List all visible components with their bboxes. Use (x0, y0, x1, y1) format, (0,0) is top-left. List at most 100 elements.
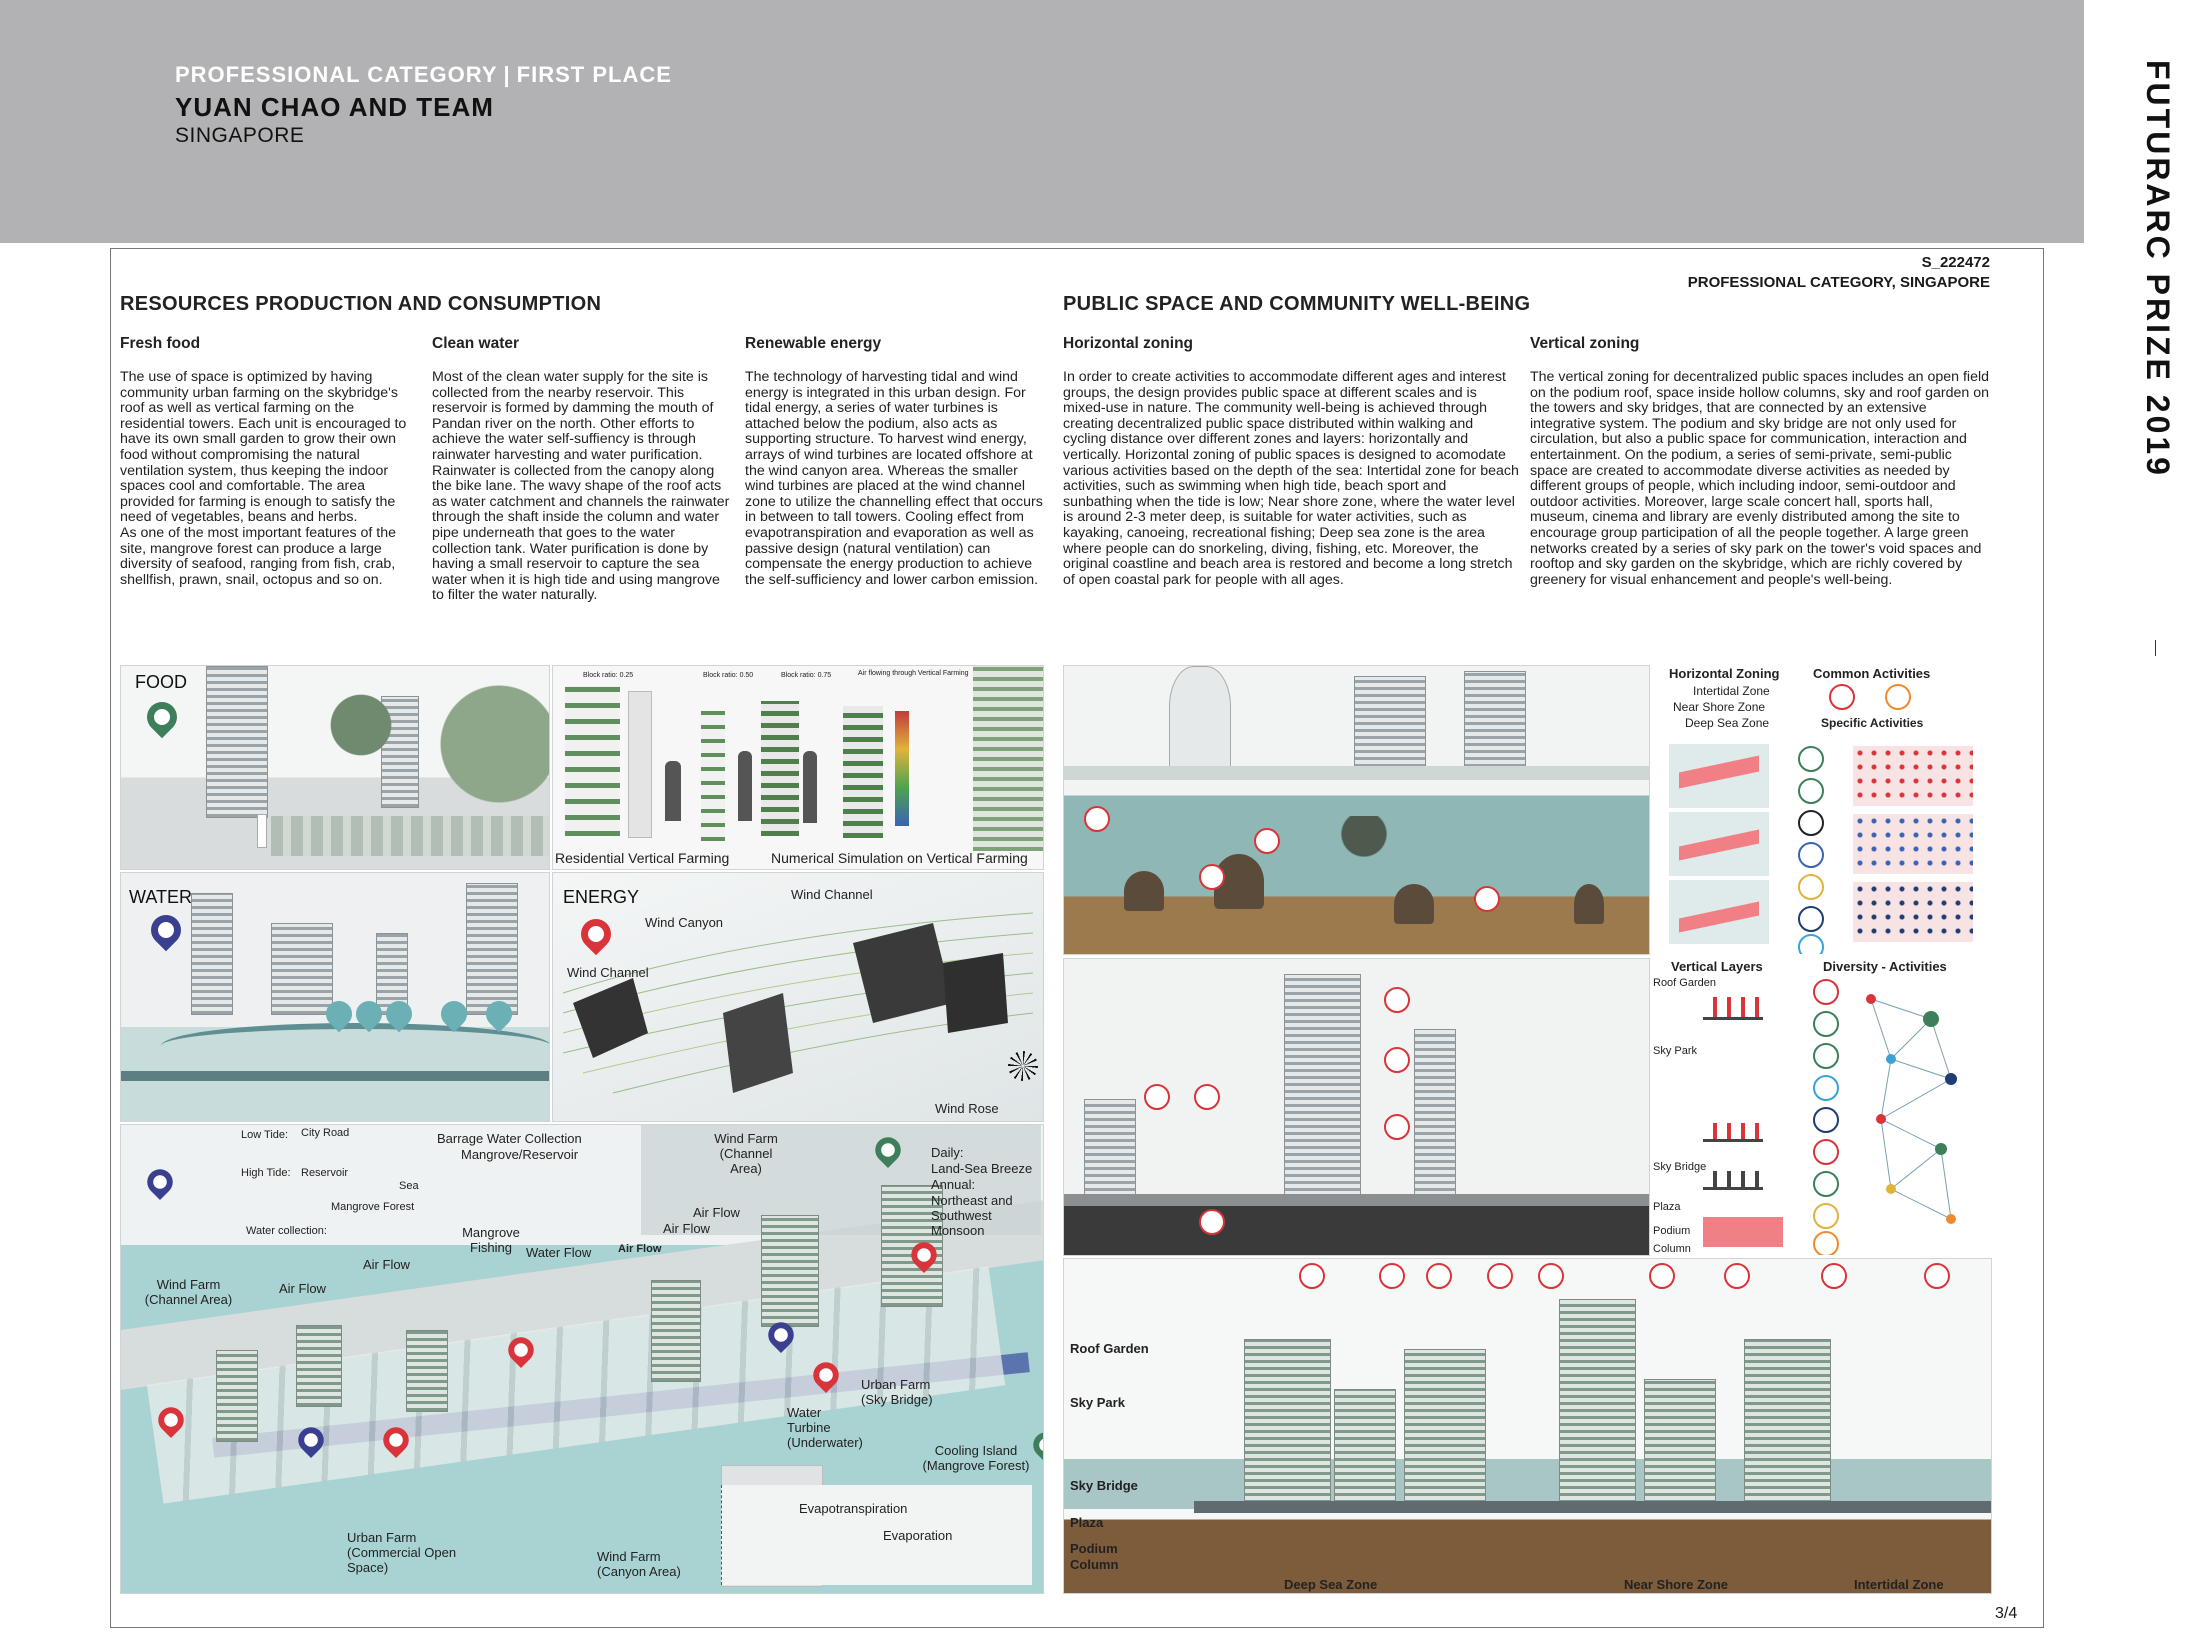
layer-roof-garden: Roof Garden (1653, 977, 1716, 989)
beach-hollow-column (1169, 666, 1231, 768)
energy-airflow-lines (562, 912, 1034, 1094)
energy-render: ENERGY Wind Channel Wind Canyon Wind Cha… (552, 872, 1044, 1122)
layer-column: Column (1653, 1243, 1691, 1255)
air-flow-label-4: Air Flow (279, 1281, 326, 1296)
farm-shelf-5 (843, 706, 883, 838)
layer-sky-bridge: Sky Bridge (1653, 1161, 1707, 1173)
beach-tower-1 (1354, 676, 1426, 768)
beach-activity-icon-1 (1084, 806, 1110, 832)
daily-label: Daily: (931, 1145, 964, 1160)
long-section-activity-icon-8 (1821, 1263, 1847, 1289)
air-flow-label-2: Air Flow (663, 1221, 710, 1236)
section-zone-near-shore: Near Shore Zone (1624, 1577, 1729, 1592)
section-layer-sky-bridge: Sky Bridge (1070, 1478, 1138, 1493)
masterplan-river (641, 1125, 1041, 1235)
section-layer-sky-park: Sky Park (1070, 1395, 1125, 1410)
reservoir-label: Reservoir (301, 1167, 349, 1179)
monsoon-label: Northeast and Southwest Monsoon (931, 1193, 1013, 1238)
palm-tree (321, 686, 401, 816)
beach-tower-2 (1464, 671, 1526, 768)
diversity-icon-8 (1813, 1203, 1839, 1229)
block-ratio-2: Block ratio: 0.50 (703, 672, 754, 679)
mangrove-forest-label: Mangrove Forest (331, 1201, 415, 1213)
common-activity-icon-1 (1829, 684, 1855, 710)
long-section-tower-5 (1644, 1379, 1716, 1511)
header-band (0, 0, 2084, 243)
diversity-icon-2 (1813, 1011, 1839, 1037)
urban-farm-open-label: Urban Farm (Commercial Open Space) (347, 1530, 457, 1575)
board-category: PROFESSIONAL CATEGORY, SINGAPORE (1687, 274, 1990, 291)
wind-channel-top-label: Wind Channel (791, 887, 873, 902)
section-title-resources: RESOURCES PRODUCTION AND CONSUMPTION (120, 293, 602, 315)
low-tide-label: Low Tide: (241, 1129, 289, 1141)
beach-yoga-silhouette (1574, 884, 1604, 924)
layer-plaza: Plaza (1653, 1201, 1681, 1213)
water-tower-4 (466, 883, 518, 1015)
diversity-icon-5 (1813, 1107, 1839, 1133)
farmer-figure-3 (803, 751, 817, 823)
category-label: PROFESSIONAL CATEGORY (175, 62, 498, 87)
air-flow-label-3: Air Flow (363, 1257, 410, 1272)
beach-deck (1064, 766, 1649, 780)
place-label: FIRST PLACE (516, 62, 672, 87)
caption-residential-vertical-farming: Residential Vertical Farming (555, 850, 730, 866)
country-name: SINGAPORE (175, 124, 305, 147)
long-section-panel: Roof Garden Sky Park Sky Bridge Plaza Po… (1063, 1258, 1992, 1594)
masterplan-tower-3 (406, 1330, 448, 1412)
water-flow-label: Water Flow (526, 1245, 592, 1260)
category-separator: | (503, 62, 511, 87)
masterplan-tower-5 (761, 1215, 819, 1327)
specific-icon-3 (1798, 810, 1824, 836)
common-activity-icon-2 (1885, 684, 1911, 710)
specific-icon-5 (1798, 874, 1824, 900)
long-section-podium (1194, 1501, 1991, 1513)
air-flow-label-1: Air Flow (693, 1205, 740, 1220)
long-section-activity-icon-2 (1379, 1263, 1405, 1289)
city-road-label: City Road (301, 1127, 350, 1139)
vertical-farming-panel: Block ratio: 0.25 Block ratio: 0.50 Bloc… (552, 665, 1044, 870)
col-body-renewable-energy: The technology of harvesting tidal and w… (745, 369, 1043, 588)
farm-shelf-2 (628, 691, 652, 838)
wind-canyon-label: Wind Canyon (645, 915, 724, 930)
layer-podium: Podium (1653, 1225, 1691, 1237)
section-activity-icon-5 (1194, 1084, 1220, 1110)
masterplan-panel: Low Tide: City Road High Tide: Reservoir… (120, 1124, 1044, 1594)
section-activity-icon-1 (1384, 987, 1410, 1013)
section-layer-roof-garden: Roof Garden (1070, 1341, 1149, 1356)
col-heading-horizontal-zoning: Horizontal zoning (1063, 335, 1194, 352)
section-tower-1 (1284, 974, 1361, 1206)
water-label: WATER (129, 887, 192, 907)
long-section-tower-6 (1744, 1339, 1831, 1511)
layer-bars-sky-bridge (1703, 1171, 1763, 1190)
zone-label-deep-sea: Deep Sea Zone (1685, 716, 1770, 730)
person-figure (257, 814, 267, 848)
beach-activity-icon-4 (1474, 886, 1500, 912)
specific-icon-1 (1798, 746, 1824, 772)
caption-numerical-simulation: Numerical Simulation on Vertical Farming (771, 850, 1028, 866)
water-bridge-arch (161, 1023, 549, 1069)
col-heading-renewable-energy: Renewable energy (745, 335, 882, 352)
section-tower-2 (1414, 1029, 1456, 1206)
long-section-activity-icon-4 (1487, 1263, 1513, 1289)
wind-farm-left-label: Wind Farm (Channel Area) (144, 1277, 233, 1307)
layer-bars-sky-park (1703, 1123, 1763, 1142)
side-title-text: FUTURARC PRIZE 2019 (2140, 60, 2176, 478)
col-heading-clean-water: Clean water (432, 335, 520, 352)
horizontal-zoning-diagram: Horizontal Zoning Intertidal Zone Near S… (1652, 665, 1992, 955)
farm-shelf-4 (761, 701, 799, 836)
horizontal-zoning-title: Horizontal Zoning (1669, 666, 1780, 681)
activity-dot-map-3 (1853, 882, 1973, 942)
water-pin-icon (144, 908, 188, 952)
col-heading-vertical-zoning: Vertical zoning (1530, 335, 1640, 352)
section-activity-icon-3 (1384, 1114, 1410, 1140)
high-tide-label: High Tide: (241, 1167, 291, 1179)
wind-channel-left-label: Wind Channel (567, 965, 649, 980)
vertical-layers-title: Vertical Layers (1671, 959, 1763, 974)
air-flow-bold-label: Air Flow (618, 1243, 662, 1255)
specific-icon-2 (1798, 778, 1824, 804)
farmer-figure-2 (738, 751, 752, 821)
block-ratio-1: Block ratio: 0.25 (583, 672, 634, 679)
mangrove-reservoir-label: Mangrove/Reservoir (461, 1147, 579, 1162)
wind-farm-canyon-label: Wind Farm (Canyon Area) (597, 1549, 681, 1579)
section-activity-icon-6 (1199, 1209, 1225, 1235)
